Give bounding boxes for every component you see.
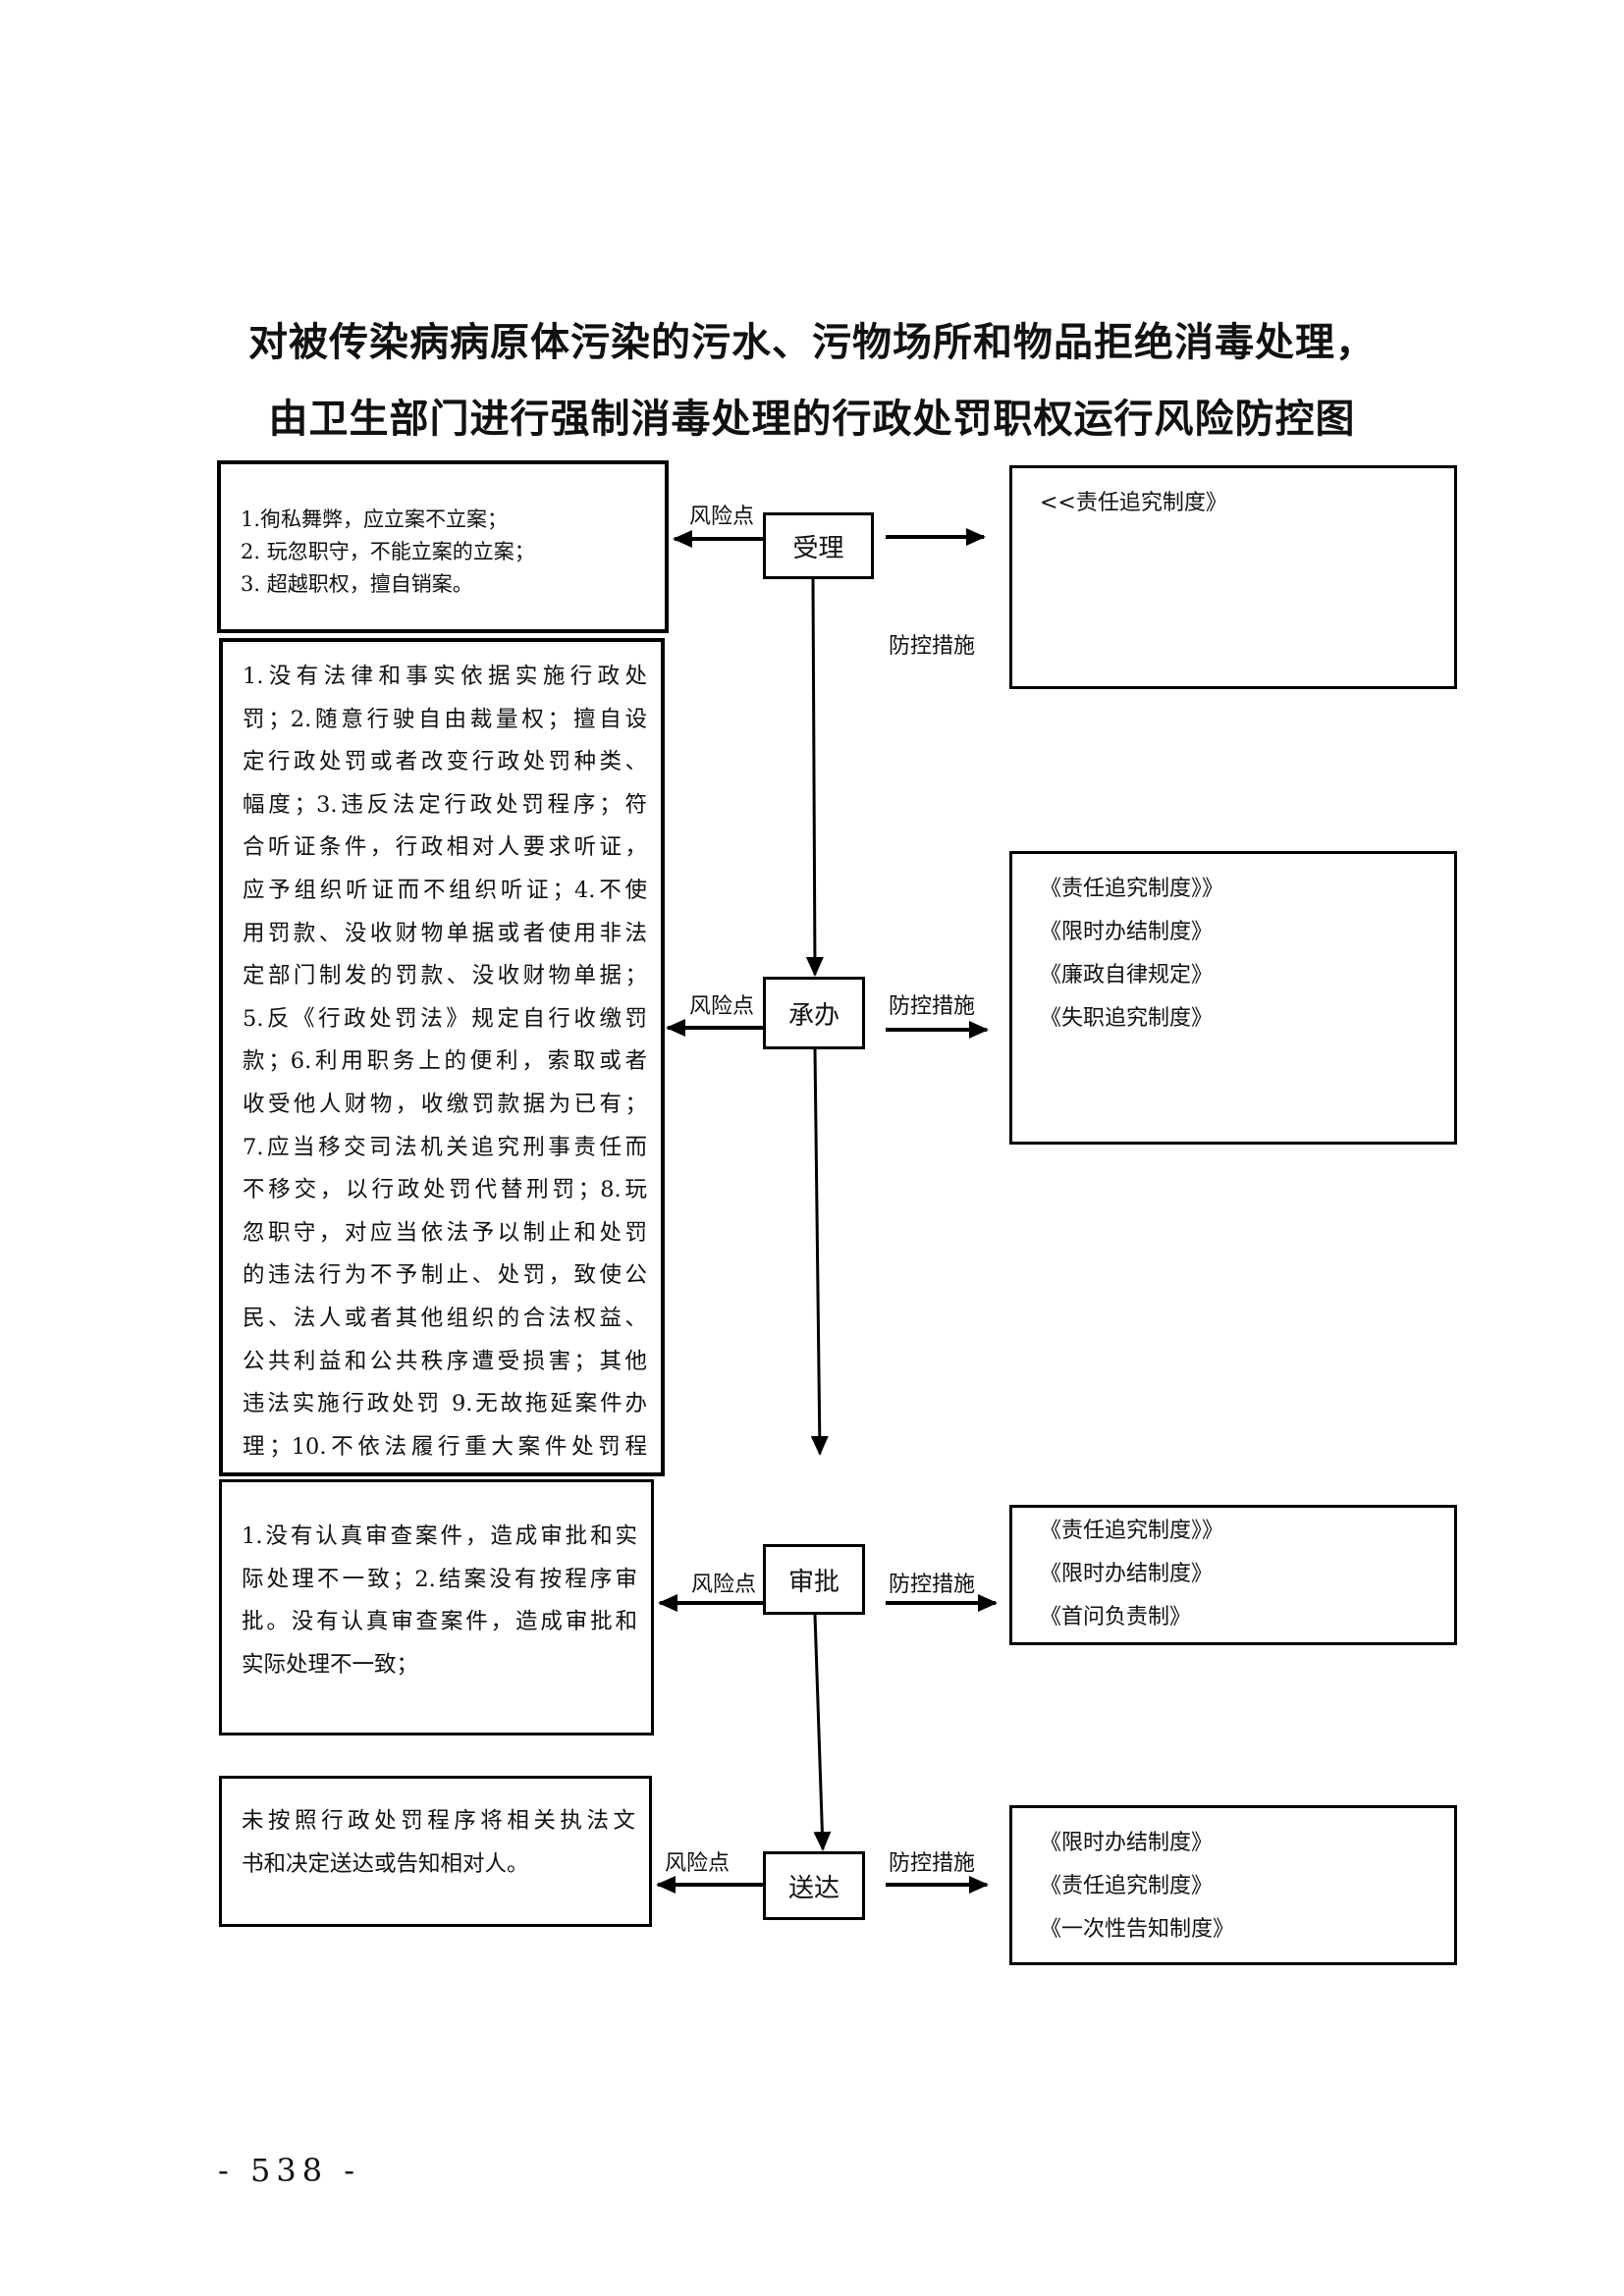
control-measures-label: 防控措施 [889,1851,976,1876]
page-number: - 538 - [218,2152,361,2189]
measure-box-deliver: 《限时办结制度》 《责任追究制度》 《一次性告知制度》 [1009,1805,1457,1965]
control-measures-label: 防控措施 [889,1573,976,1597]
measure-item: <<责任追究制度》 [1040,491,1227,515]
risk-item: 3. 超越职权，擅自销案。 [241,572,473,596]
risk-line: 应予组织听证而不组织听证；4.不使 [243,877,647,903]
risk-line: 违法实施行政处罚 9.无故拖延案件办 [243,1391,647,1417]
step-node-handle: 承办 [763,977,865,1049]
risk-item: 1.徇私舞弊，应立案不立案； [241,507,509,531]
flow-line-3 [813,1614,832,1851]
risk-point-label: 风险点 [691,1573,757,1597]
risk-line: 实际处理不一致； [242,1651,419,1678]
measure-box-accept: <<责任追究制度》 [1009,465,1457,689]
risk-line: 批。没有认真审查案件，造成审批和 [242,1609,637,1635]
measure-item: 《首问负责制》 [1040,1605,1192,1629]
risk-line: 定部门制发的罚款、没收财物单据； [243,963,647,989]
measure-item: 《一次性告知制度》 [1040,1917,1235,1942]
title-line-2: 由卫生部门进行强制消毒处理的行政处罚职权运行风险防控图 [268,396,1356,442]
measure-box-approve: 《责任追究制度》》 《限时办结制度》 《首问负责制》 [1009,1505,1457,1645]
measure-item: 《责任追究制度》》 [1040,877,1224,901]
measure-item: 《限时办结制度》 [1040,1562,1214,1586]
risk-line: 忽职守，对应当依法予以制止和处罚 [243,1219,647,1246]
risk-line: 款；6.利用职务上的便利，索取或者 [243,1048,647,1075]
flow-line-2 [810,1048,829,1456]
risk-line: 未按照行政处罚程序将相关执法文 [242,1808,635,1834]
step-node-accept: 受理 [763,512,874,579]
control-measures-label: 防控措施 [889,634,976,659]
measure-item: 《限时办结制度》 [1040,1831,1214,1855]
risk-line: 公共利益和公共秩序遭受损害；其他 [243,1348,647,1374]
risk-box-approve: 1.没有认真审查案件，造成审批和实 际处理不一致；2.结案没有按程序审 批。没有… [219,1479,654,1735]
risk-line: 定行政处罚或者改变行政处罚种类、 [243,749,647,775]
risk-line: 书和决定送达或告知相对人。 [242,1850,529,1877]
risk-line: 5.反《行政处罚法》规定自行收缴罚 [243,1005,647,1032]
risk-line: 用罚款、没收财物单据或者使用非法 [243,920,647,946]
risk-box-accept: 1.徇私舞弊，应立案不立案； 2. 玩忽职守，不能立案的立案； 3. 超越职权，… [217,460,669,633]
risk-line: 罚；2.随意行驶自由裁量权；擅自设 [243,706,647,732]
risk-line: 幅度；3.违反法定行政处罚程序；符 [243,791,647,818]
step-node-deliver: 送达 [763,1851,865,1920]
risk-line: 合听证条件，行政相对人要求听证， [243,834,647,861]
measure-box-handle: 《责任追究制度》》 《限时办结制度》 《廉政自律规定》 《失职追究制度》 [1009,851,1457,1145]
risk-point-label: 风险点 [689,994,755,1019]
step-node-approve: 审批 [763,1544,865,1615]
risk-line: 7.应当移交司法机关追究刑事责任而 [243,1134,647,1160]
risk-line: 的违法行为不予制止、处罚，致使公 [243,1262,647,1289]
risk-line: 理；10.不依法履行重大案件处罚程 [243,1433,647,1460]
measure-item: 《责任追究制度》 [1040,1874,1214,1898]
control-measures-label: 防控措施 [889,994,976,1019]
measure-item: 《失职追究制度》 [1040,1006,1214,1031]
risk-line: 际处理不一致；2.结案没有按程序审 [242,1566,637,1592]
risk-line: 民、法人或者其他组织的合法权益、 [243,1305,647,1331]
risk-box-deliver: 未按照行政处罚程序将相关执法文 书和决定送达或告知相对人。 [219,1776,652,1927]
risk-box-handle: 1.没有法律和事实依据实施行政处 罚；2.随意行驶自由裁量权；擅自设 定行政处罚… [219,638,665,1476]
risk-point-label: 风险点 [689,505,755,529]
measure-item: 《限时办结制度》 [1040,920,1214,944]
risk-item: 2. 玩忽职守，不能立案的立案； [241,540,535,563]
measure-item: 《廉政自律规定》 [1040,963,1214,988]
risk-line: 1.没有法律和事实依据实施行政处 [243,664,647,689]
title-line-1: 对被传染病病原体污染的污水、污物场所和物品拒绝消毒处理， [248,319,1376,365]
risk-line: 收受他人财物，收缴罚款据为已有； [243,1091,647,1117]
risk-point-label: 风险点 [665,1851,731,1876]
risk-line: 1.没有认真审查案件，造成审批和实 [242,1523,637,1549]
risk-line: 不移交，以行政处罚代替刑罚；8.玩 [243,1177,647,1203]
flow-line-1 [805,577,824,977]
measure-item: 《责任追究制度》》 [1040,1519,1224,1543]
